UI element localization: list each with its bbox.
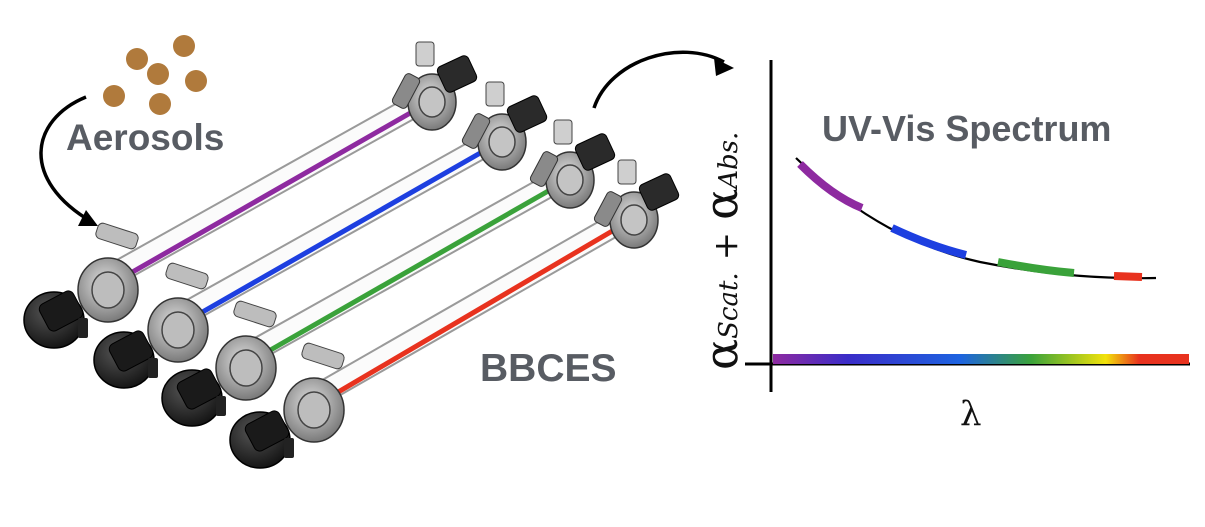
back-flange-ring <box>488 126 516 158</box>
cable-stub <box>216 396 226 416</box>
light-source-body <box>108 330 154 372</box>
light-source-body <box>244 410 290 452</box>
purge-fitting <box>529 151 559 187</box>
cavity-enhanced-spectrometer-icon <box>23 41 478 349</box>
spectrum-segment-green <box>997 258 1075 277</box>
y-operator: + <box>706 231 746 261</box>
purge-fitting <box>391 73 421 109</box>
cavity-enhanced-spectrometer-icon <box>161 119 616 427</box>
inlet-fitting <box>233 300 277 328</box>
aerosols-label: Aerosols <box>66 117 225 158</box>
cavity-enhanced-spectrometer-icon <box>229 159 680 469</box>
tube-body <box>160 134 498 332</box>
back-flange-ring <box>556 164 584 196</box>
inlet-fitting <box>165 262 209 290</box>
light-source-body <box>176 368 222 410</box>
cable-stub <box>284 438 294 458</box>
detector-housing <box>574 133 616 171</box>
beam-blue <box>190 149 484 321</box>
mirror-mount <box>553 119 573 145</box>
aerosol-particles <box>103 35 207 115</box>
aerosol-particle-icon <box>173 35 195 57</box>
spectrum-title: UV-Vis Spectrum <box>822 108 1112 149</box>
cable-stub <box>78 318 88 338</box>
beam-red <box>326 227 616 401</box>
aerosol-particle-icon <box>147 63 169 85</box>
back-flange-ring <box>620 204 648 236</box>
y-term2-sub: Abs. <box>714 131 744 189</box>
mirror-mount <box>415 41 435 67</box>
instrument-array <box>23 41 680 469</box>
y-term1-sub: Scat. <box>714 272 744 339</box>
y-term2-base: α <box>694 188 748 220</box>
aerosol-particle-icon <box>185 70 207 92</box>
aerosol-particle-icon <box>103 85 125 107</box>
curved-arrow-icon <box>592 50 734 109</box>
cable-stub <box>148 358 158 378</box>
front-flange-ring <box>161 311 195 349</box>
spectrum-segment-red <box>1113 272 1143 281</box>
wavelength-rainbow-bar <box>773 354 1189 364</box>
detector-housing <box>506 95 548 133</box>
front-flange-ring <box>229 349 263 387</box>
spectrum-segment-purple <box>797 161 864 212</box>
aerosol-particle-icon <box>126 48 148 70</box>
back-flange-ring <box>418 86 446 118</box>
front-flange-ring <box>91 271 125 309</box>
y-term1-base: α <box>694 338 748 370</box>
beam-purple <box>120 109 414 281</box>
purge-fitting <box>593 191 623 227</box>
light-source-body <box>38 290 84 332</box>
front-flange-ring <box>297 391 331 429</box>
instrument-label: BBCES <box>480 347 617 390</box>
spectrum-segment-blue <box>890 224 967 259</box>
curved-arrow-icon <box>39 95 98 226</box>
mirror-mount <box>617 159 637 185</box>
purge-fitting <box>461 113 491 149</box>
mirror-mount <box>485 81 505 107</box>
tube-body <box>228 172 566 370</box>
spectrum-curve <box>795 157 1157 280</box>
detector-housing <box>638 173 680 211</box>
y-axis-label: αScat.+αAbs. <box>693 10 749 370</box>
detector-housing <box>436 55 478 93</box>
cavity-enhanced-spectrometer-icon <box>93 81 548 389</box>
inlet-fitting <box>95 222 139 250</box>
tube-body <box>296 212 630 412</box>
spectrum-plot <box>745 60 1190 392</box>
tube-body <box>90 94 428 292</box>
aerosol-particle-icon <box>149 93 171 115</box>
x-axis-label: λ <box>960 394 982 434</box>
inlet-fitting <box>301 342 345 370</box>
beam-green <box>258 187 552 359</box>
